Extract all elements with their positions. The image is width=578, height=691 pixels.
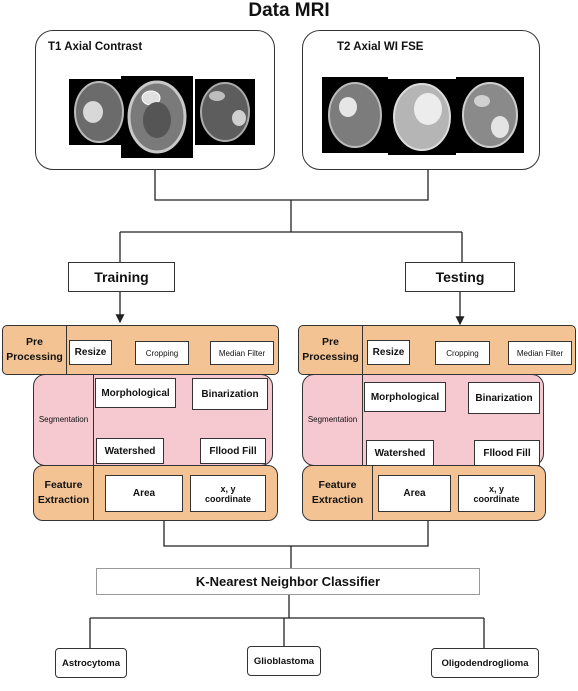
training-flood-fill-step: Fllood Fill bbox=[200, 438, 266, 464]
training-morphological-step: Morphological bbox=[95, 378, 176, 408]
page-title: Data MRI bbox=[248, 0, 330, 21]
testing-box: Testing bbox=[405, 262, 515, 292]
t1-mri-images bbox=[69, 76, 255, 158]
testing-preprocessing-label: Pre Processing bbox=[299, 326, 363, 374]
training-feature-extraction-label: Feature Extraction bbox=[34, 466, 94, 520]
training-watershed-step: Watershed bbox=[96, 438, 164, 464]
testing-area-feature: Area bbox=[378, 475, 451, 512]
knn-classifier-box: K-Nearest Neighbor Classifier bbox=[96, 568, 480, 595]
testing-flood-fill-step: Fllood Fill bbox=[474, 440, 540, 466]
testing-xy-coordinate-feature: x, y coordinate bbox=[458, 475, 535, 512]
output-glioblastoma: Glioblastoma bbox=[247, 646, 321, 676]
training-resize-step: Resize bbox=[69, 340, 112, 365]
training-binarization-step: Binarization bbox=[192, 378, 268, 410]
training-xy-coordinate-feature: x, y coordinate bbox=[190, 475, 266, 512]
testing-median-filter-step: Median Filter bbox=[508, 341, 572, 365]
t1-input-panel: T1 Axial Contrast bbox=[35, 30, 275, 170]
t2-label: T2 Axial WI FSE bbox=[337, 41, 424, 53]
training-cropping-step: Cropping bbox=[135, 341, 189, 365]
training-preprocessing-label: Pre Processing bbox=[3, 326, 67, 374]
t1-label: T1 Axial Contrast bbox=[48, 41, 143, 53]
t2-input-panel: T2 Axial WI FSE bbox=[302, 30, 540, 170]
testing-binarization-step: Binarization bbox=[468, 382, 540, 414]
testing-morphological-step: Morphological bbox=[364, 382, 446, 412]
training-median-filter-step: Median Filter bbox=[210, 341, 274, 365]
training-box: Training bbox=[68, 262, 175, 292]
training-area-feature: Area bbox=[105, 475, 183, 512]
testing-feature-extraction-label: Feature Extraction bbox=[303, 466, 373, 520]
testing-segmentation-label: Segmentation bbox=[303, 375, 363, 465]
testing-resize-step: Resize bbox=[367, 340, 410, 365]
training-segmentation-label: Segmentation bbox=[34, 375, 94, 465]
output-astrocytoma: Astrocytoma bbox=[55, 648, 127, 678]
testing-cropping-step: Cropping bbox=[435, 341, 490, 365]
t2-mri-images bbox=[322, 77, 524, 155]
testing-watershed-step: Watershed bbox=[366, 440, 434, 466]
output-oligodendroglioma: Oligodendroglioma bbox=[431, 648, 539, 678]
